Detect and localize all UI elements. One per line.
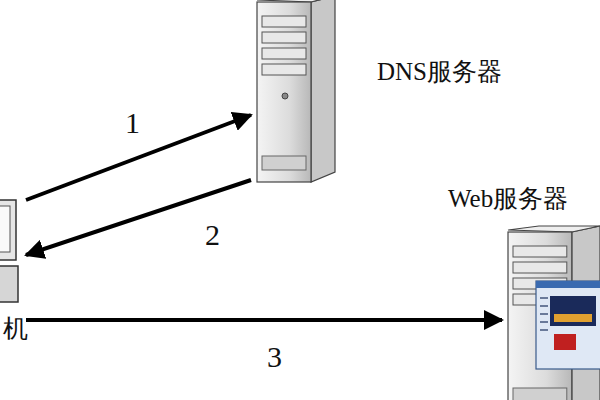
menu-line <box>540 329 548 331</box>
web-page-screen <box>536 281 600 369</box>
drive-bay <box>262 16 306 27</box>
menu-line <box>540 297 548 299</box>
pc-case <box>0 266 18 302</box>
tower-front <box>257 2 311 182</box>
monitor-screen <box>0 206 10 252</box>
node-label: DNS服务器 <box>377 59 502 84</box>
tower-side <box>311 0 335 182</box>
server-tower <box>257 0 335 182</box>
drive-bay <box>262 48 306 59</box>
browser-titlebar <box>536 281 600 288</box>
monitor <box>0 200 16 260</box>
arrow-connector <box>26 180 251 255</box>
node-label: Web服务器 <box>448 186 568 211</box>
page-photo-light <box>554 314 592 322</box>
step-number: 3 <box>264 342 285 372</box>
drive-bay <box>513 246 567 257</box>
arrow-connector <box>26 318 502 322</box>
menu-line <box>540 321 548 323</box>
step-number: 2 <box>202 220 223 250</box>
drive-bay <box>262 64 306 75</box>
server-tower <box>508 226 600 400</box>
drive-bay <box>262 32 306 43</box>
client-computer: 机 <box>0 196 22 308</box>
node-illustration <box>506 226 600 400</box>
server-node: Web服务器 <box>506 226 600 400</box>
step-number: 1 <box>122 108 143 138</box>
computer <box>0 200 18 302</box>
tower-top <box>508 226 600 232</box>
browser-window <box>536 281 600 369</box>
menu-line <box>540 305 548 307</box>
server-node: DNS服务器 <box>255 0 335 186</box>
page-image <box>554 334 576 350</box>
node-label: 机 <box>3 316 28 341</box>
drive-bay <box>513 262 567 273</box>
tower-base <box>262 156 306 170</box>
node-illustration <box>255 0 335 186</box>
power-button <box>282 93 288 99</box>
tower-base <box>513 388 567 400</box>
page-photo <box>550 296 596 326</box>
node-illustration <box>0 196 22 308</box>
menu-line <box>540 313 548 315</box>
